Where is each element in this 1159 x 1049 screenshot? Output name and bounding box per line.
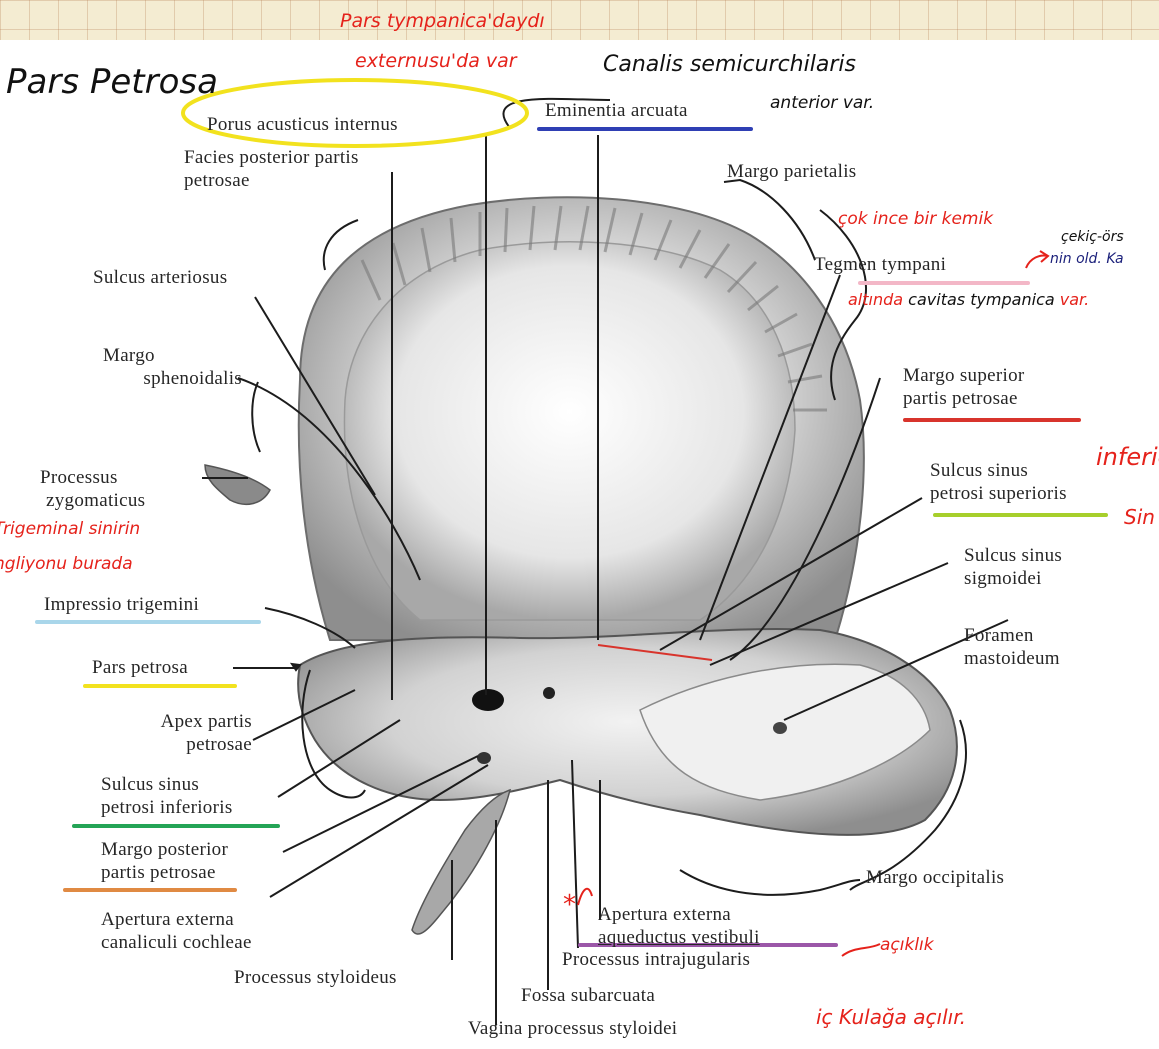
note-inferio: inferio xyxy=(1096,446,1159,468)
lime-highlight xyxy=(933,513,1108,517)
label-margo-sphenoidalis: Margo sphenoidalis xyxy=(70,344,242,390)
note-ic-kulaga-acilir: iç Kulağa açılır. xyxy=(816,1006,966,1028)
note-altinda-part: altında xyxy=(848,290,903,309)
note-nin-old-ka: nin old. Ka xyxy=(1050,248,1124,270)
crimson-highlight xyxy=(903,418,1081,422)
label-apex-line-1: Apex partis xyxy=(100,710,252,733)
note-altinda-cavitas-tympanica: altında cavitas tympanica var. xyxy=(848,289,1089,311)
blue-highlight xyxy=(537,127,753,131)
green-highlight xyxy=(72,824,280,828)
label-sulcus-inf-line-2: petrosi inferioris xyxy=(101,796,233,819)
note-trigeminal-sinirin: Trigeminal sinirin xyxy=(0,518,140,540)
label-apertura-coch-line-2: canaliculi cochleae xyxy=(101,931,252,954)
label-foramen-line-1: Foramen xyxy=(964,624,1060,647)
label-margo-sup-line-1: Margo superior xyxy=(903,364,1025,387)
note-gangliyonu-burada: ngliyonu burada xyxy=(0,553,133,575)
label-sulcus-sinus-petrosi-inferioris: Sulcus sinus petrosi inferioris xyxy=(101,773,233,819)
zygomatic-process-shape xyxy=(205,465,270,504)
label-tegmen-tympani: Tegmen tympani xyxy=(814,253,946,276)
label-apertura-aqueductus-vestibuli: Apertura externa aqueductus vestibuli xyxy=(598,903,760,949)
label-facies-line-2: petrosae xyxy=(184,169,359,192)
label-apertura-vest-line-1: Apertura externa xyxy=(598,903,760,926)
label-margo-sph-line-2: sphenoidalis xyxy=(70,367,242,390)
note-externusu: externusu'da var xyxy=(355,50,517,72)
yellow-highlight xyxy=(83,684,237,688)
label-sulcus-sig-line-2: sigmoidei xyxy=(964,567,1062,590)
label-fossa-subarcuata: Fossa subarcuata xyxy=(521,984,655,1007)
label-sulcus-sig-line-1: Sulcus sinus xyxy=(964,544,1062,567)
note-sin: Sin xyxy=(1124,506,1155,528)
label-vagina-processus-styloidei: Vagina processus styloidei xyxy=(468,1017,677,1040)
label-margo-posterior: Margo posterior partis petrosae xyxy=(101,838,228,884)
note-cekic-ors: çekiç-örs xyxy=(1061,226,1124,248)
label-margo-parietalis: Margo parietalis xyxy=(727,160,857,183)
lightblue-highlight xyxy=(35,620,261,624)
note-pars-tympanica: Pars tympanica'daydı xyxy=(340,10,545,32)
orange-highlight xyxy=(63,888,237,892)
note-anterior-var: anterior var. xyxy=(770,92,874,114)
label-impressio-trigemini: Impressio trigemini xyxy=(44,593,199,616)
note-cok-ince-bir-kemik: çok ince bir kemik xyxy=(838,208,993,230)
label-sulcus-sinus-petrosi-superioris: Sulcus sinus petrosi superioris xyxy=(930,459,1067,505)
label-processus-zygomaticus: Processus zygomaticus xyxy=(40,466,145,512)
label-margo-post-line-1: Margo posterior xyxy=(101,838,228,861)
label-facies-posterior: Facies posterior partis petrosae xyxy=(184,146,359,192)
label-margo-superior: Margo superior partis petrosae xyxy=(903,364,1025,410)
squama-shape xyxy=(299,197,864,650)
label-sulcus-sup-line-1: Sulcus sinus xyxy=(930,459,1067,482)
label-sulcus-sinus-sigmoidei: Sulcus sinus sigmoidei xyxy=(964,544,1062,590)
note-var-part: var. xyxy=(1060,290,1089,309)
note-cavitas-part: cavitas tympanica xyxy=(908,290,1055,309)
label-apertura-vest-line-2: aqueductus vestibuli xyxy=(598,926,760,949)
note-canalis-semicircularis: Canalis semicurchilaris xyxy=(603,54,856,76)
label-margo-sup-line-2: partis petrosae xyxy=(903,387,1025,410)
label-apertura-canaliculi-cochleae: Apertura externa canaliculi cochleae xyxy=(101,908,252,954)
handwritten-title: Pars Petrosa xyxy=(6,62,218,102)
label-margo-sph-line-1: Margo xyxy=(70,344,242,367)
label-apertura-coch-line-1: Apertura externa xyxy=(101,908,252,931)
pink-highlight xyxy=(858,281,1030,285)
label-apex-line-2: petrosae xyxy=(100,733,252,756)
label-foramen-line-2: mastoideum xyxy=(964,647,1060,670)
label-processus-intrajugularis: Processus intrajugularis xyxy=(562,948,750,971)
label-facies-line-1: Facies posterior partis xyxy=(184,146,359,169)
note-asterisk: * xyxy=(563,894,576,916)
label-processus-styloideus: Processus styloideus xyxy=(234,966,397,989)
label-pars-petrosa: Pars petrosa xyxy=(92,656,188,679)
label-sulcus-sup-line-2: petrosi superioris xyxy=(930,482,1067,505)
label-sulcus-arteriosus: Sulcus arteriosus xyxy=(93,266,227,289)
label-proc-zyg-line-1: Processus xyxy=(40,466,145,489)
label-eminentia-arcuata: Eminentia arcuata xyxy=(545,99,688,122)
note-aciklik: açıklık xyxy=(880,934,934,956)
label-margo-occipitalis: Margo occipitalis xyxy=(866,866,1004,889)
petrous-part-shape xyxy=(298,629,957,934)
label-margo-post-line-2: partis petrosae xyxy=(101,861,228,884)
label-sulcus-inf-line-1: Sulcus sinus xyxy=(101,773,233,796)
label-apex-partis-petrosae: Apex partis petrosae xyxy=(100,710,252,756)
label-proc-zyg-line-2: zygomaticus xyxy=(40,489,145,512)
label-porus-acusticus-internus: Porus acusticus internus xyxy=(207,113,398,136)
label-foramen-mastoideum: Foramen mastoideum xyxy=(964,624,1060,670)
